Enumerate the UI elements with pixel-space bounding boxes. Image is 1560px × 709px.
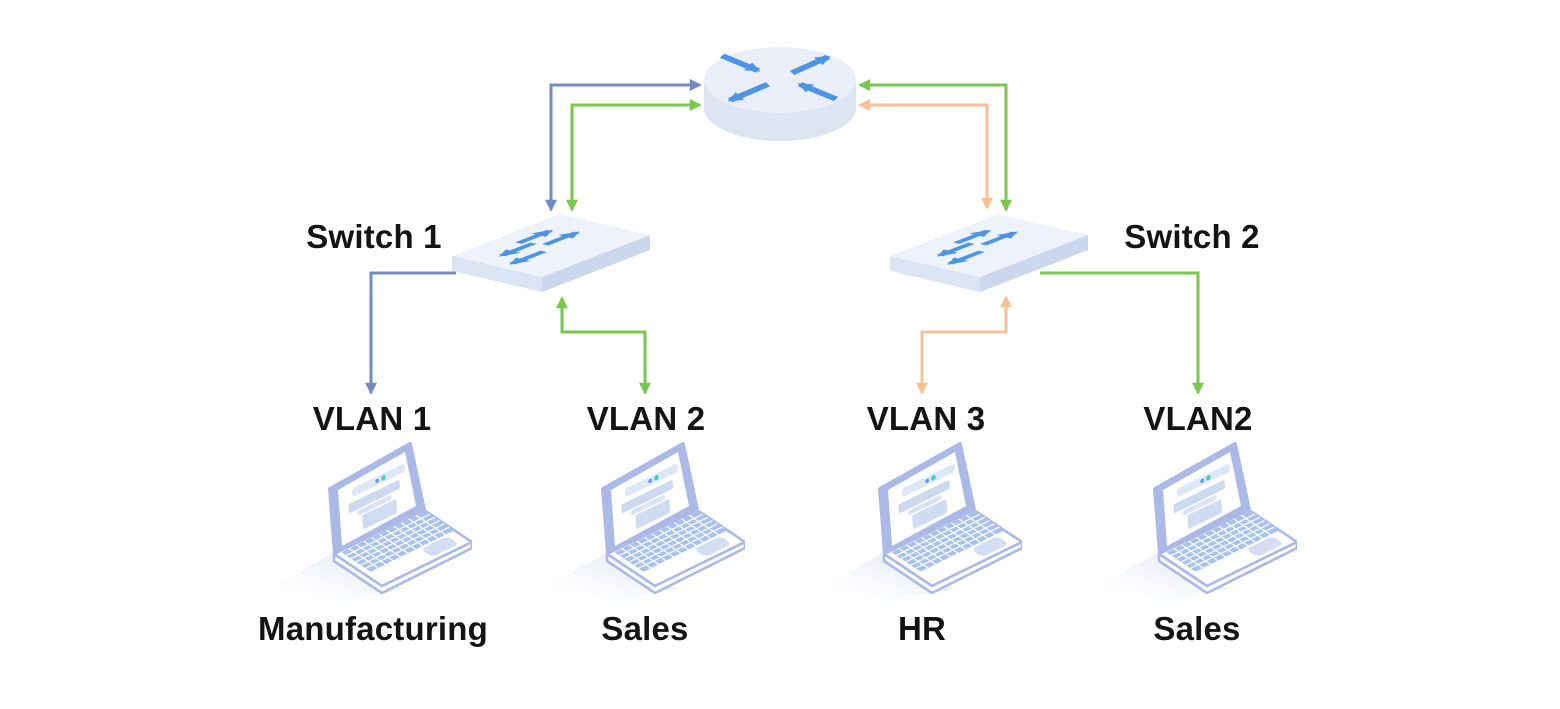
switch-2-label: Switch 2 — [1124, 218, 1260, 255]
link-switch1-router-vlan2 — [566, 99, 702, 212]
switch-1-label: Switch 1 — [306, 218, 442, 255]
link-switch1-vlan2 — [556, 296, 651, 395]
vlan-2b-label: VLAN2 — [1143, 400, 1253, 437]
vlan-1-label: VLAN 1 — [312, 400, 432, 437]
department-label-hr: HR — [897, 610, 947, 647]
link-switch1-router-vlan1 — [545, 79, 702, 212]
link-switch2-router-vlan2 — [858, 79, 1012, 212]
laptop-icon-hr — [822, 442, 1022, 602]
vlan-2-label: VLAN 2 — [586, 400, 706, 437]
router-icon — [704, 47, 856, 141]
laptop-icon-sales-1 — [545, 442, 745, 602]
switch-1-icon — [452, 214, 650, 292]
link-switch1-vlan1 — [365, 271, 456, 395]
switch-2-icon — [890, 214, 1088, 292]
links-layer — [365, 79, 1204, 395]
link-switch2-vlan2 — [1040, 271, 1204, 395]
department-label-sales-2: Sales — [1153, 610, 1241, 647]
link-switch2-router-vlan3 — [858, 99, 993, 210]
department-label-sales-1: Sales — [601, 610, 689, 647]
vlan-3-label: VLAN 3 — [866, 400, 986, 437]
department-label-manufacturing: Manufacturing — [258, 610, 488, 647]
laptop-icon-sales-2 — [1097, 442, 1297, 602]
link-switch2-vlan3 — [916, 295, 1012, 395]
laptop-icon-manufacturing — [272, 442, 472, 602]
